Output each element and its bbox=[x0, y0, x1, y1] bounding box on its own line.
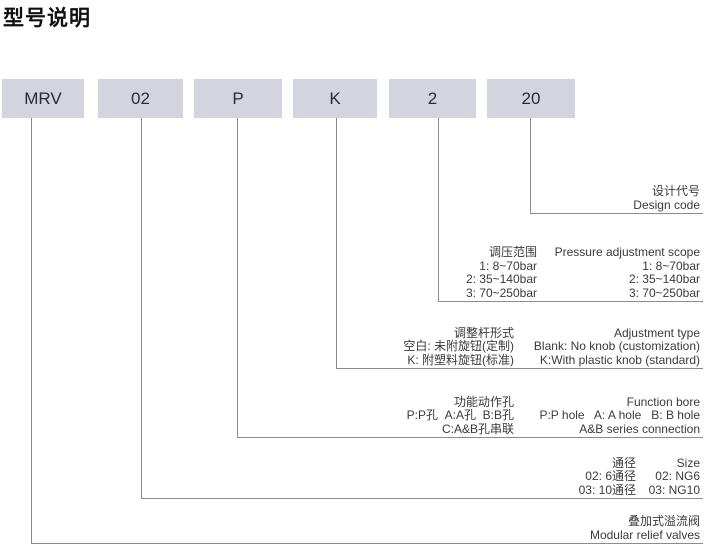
connector-vline-function bbox=[237, 118, 238, 438]
size-row1-zh: 02: 6通径 bbox=[585, 469, 636, 483]
connector-vline-knob bbox=[336, 118, 337, 369]
pressure-row3-zh: 3: 70~250bar bbox=[465, 285, 537, 300]
pressure-row2-en: 2: 35~140bar bbox=[628, 272, 700, 286]
adjustment-row1-zh: 空白: 未附旋钮(定制) bbox=[403, 339, 514, 353]
section-size: 通径 Size 02: 6通径 02: NG6 03: 10通径 03: NG1… bbox=[526, 455, 700, 498]
size-row2-zh: 03: 10通径 bbox=[578, 482, 636, 497]
adjustment-header-en: Adjustment type bbox=[613, 325, 700, 340]
connector-vline-mrv bbox=[31, 118, 32, 544]
code-box-design: 20 bbox=[487, 79, 575, 118]
pressure-header-en: Pressure adjustment scope bbox=[554, 245, 700, 259]
adjustment-row1-en: Blank: No knob (customization) bbox=[533, 339, 700, 353]
adjustment-header-zh: 调整杆形式 bbox=[453, 325, 514, 340]
code-box-pressure: 2 bbox=[389, 79, 476, 118]
size-row1-en: 02: NG6 bbox=[655, 469, 700, 483]
size-header-zh: 通径 bbox=[611, 455, 636, 470]
connector-vline-design bbox=[530, 118, 531, 214]
function-row1-zh: P:P孔 A:A孔 B:B孔 bbox=[406, 408, 514, 422]
design-code-zh: 设计代号 bbox=[651, 184, 700, 198]
pressure-row1-en: 1: 8~70bar bbox=[642, 258, 700, 273]
product-name-zh: 叠加式溢流阀 bbox=[627, 514, 700, 528]
adjustment-row2-en: K:With plastic knob (standard) bbox=[539, 352, 700, 367]
pressure-row2-zh: 2: 35~140bar bbox=[465, 272, 537, 286]
connector-vline-pressure bbox=[438, 118, 439, 302]
underline-knob bbox=[336, 368, 703, 369]
function-row2-en: A&B series connection bbox=[579, 421, 700, 436]
design-code-en: Design code bbox=[633, 197, 700, 212]
adjustment-row2-zh: K: 附塑料旋钮(标准) bbox=[407, 352, 514, 367]
product-name-en: Modular relief valves bbox=[589, 527, 700, 542]
function-row1-en: P:P hole A: A hole B: B hole bbox=[539, 408, 700, 422]
section-adjustment-type: 调整杆形式 Adjustment type 空白: 未附旋钮(定制) Blank… bbox=[364, 325, 700, 368]
underline-pressure bbox=[438, 301, 703, 302]
section-product-name: 叠加式溢流阀 Modular relief valves bbox=[589, 514, 700, 542]
section-pressure-scope: 调压范围 Pressure adjustment scope 1: 8~70ba… bbox=[427, 245, 700, 300]
underline-function bbox=[237, 437, 703, 438]
underline-product bbox=[31, 543, 703, 544]
function-header-zh: 功能动作孔 bbox=[453, 394, 514, 409]
code-box-mrv: MRV bbox=[2, 79, 84, 118]
code-box-function: P bbox=[194, 79, 282, 118]
pressure-row1-zh: 1: 8~70bar bbox=[479, 258, 537, 273]
code-box-knob: K bbox=[293, 79, 377, 118]
connector-vline-size bbox=[141, 118, 142, 499]
section-design-code: 设计代号 Design code bbox=[633, 184, 700, 212]
page-title: 型号说明 bbox=[3, 7, 91, 30]
pressure-header-zh: 调压范围 bbox=[488, 245, 537, 259]
size-header-en: Size bbox=[676, 455, 700, 470]
size-row2-en: 03: NG10 bbox=[648, 482, 700, 497]
pressure-row3-en: 3: 70~250bar bbox=[628, 285, 700, 300]
function-row2-zh: C:A&B孔串联 bbox=[441, 421, 514, 436]
function-header-en: Function bore bbox=[626, 394, 700, 409]
underline-size bbox=[141, 498, 703, 499]
code-box-size: 02 bbox=[98, 79, 183, 118]
underline-design bbox=[530, 213, 703, 214]
section-function-bore: 功能动作孔 Function bore P:P孔 A:A孔 B:B孔 P:P h… bbox=[374, 394, 700, 437]
